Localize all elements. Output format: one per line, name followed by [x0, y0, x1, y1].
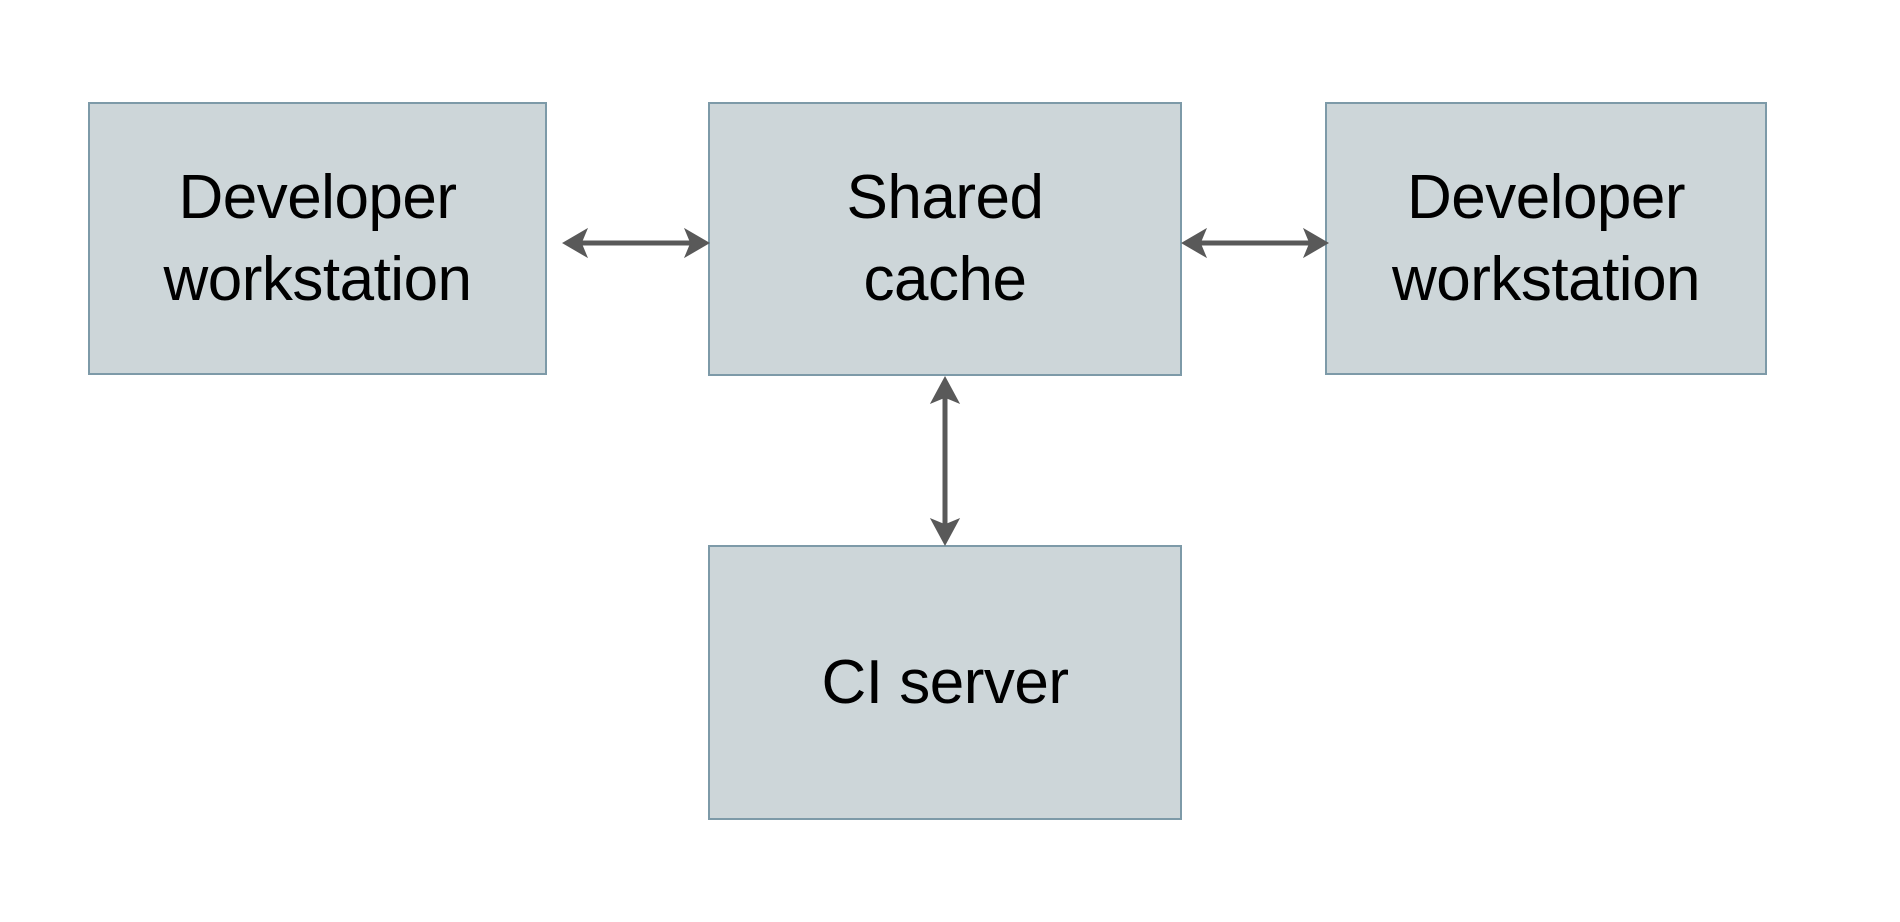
node-label: Developer workstation [1391, 162, 1701, 314]
edge-shared-cache-to-dev-right[interactable] [1180, 212, 1330, 274]
node-label: Developer workstation [163, 162, 472, 314]
bidirectional-arrow-icon [562, 227, 710, 259]
node-label: Shared cache [846, 163, 1044, 314]
bidirectional-arrow-icon [1181, 227, 1329, 259]
node-label: CI server [821, 647, 1069, 717]
bidirectional-arrow-icon [929, 375, 961, 547]
node-developer-workstation-right[interactable]: Developer workstation [1325, 102, 1767, 375]
edge-shared-cache-to-ci-server[interactable] [914, 375, 976, 547]
node-developer-workstation-left[interactable]: Developer workstation [88, 102, 547, 375]
node-shared-cache[interactable]: Shared cache [708, 102, 1182, 376]
node-ci-server[interactable]: CI server [708, 545, 1182, 820]
edge-dev-left-to-shared-cache[interactable] [561, 212, 711, 274]
